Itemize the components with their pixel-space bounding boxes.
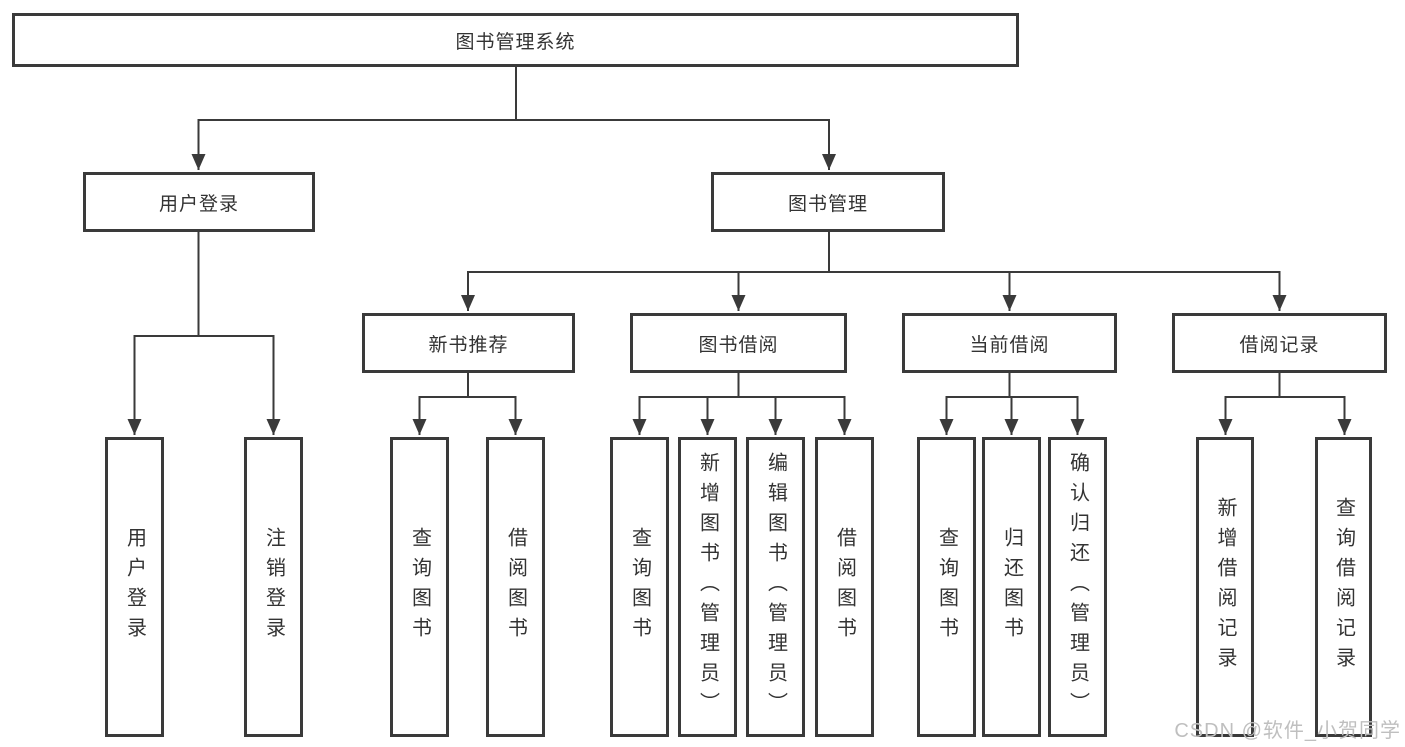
leaf-user-login: 用户登录 <box>105 437 164 737</box>
leaf-query-books-current: 查询图书 <box>917 437 976 737</box>
leaf-query-borrow-record: 查询借阅记录 <box>1315 437 1372 737</box>
leaf-query-books-borrow: 查询图书 <box>610 437 669 737</box>
node-new-book-recommend: 新书推荐 <box>362 313 575 373</box>
node-user-login: 用户登录 <box>83 172 315 232</box>
leaf-logout: 注销登录 <box>244 437 303 737</box>
leaf-add-borrow-record: 新增借阅记录 <box>1196 437 1254 737</box>
node-book-borrow: 图书借阅 <box>630 313 847 373</box>
node-library-management-system: 图书管理系统 <box>12 13 1019 67</box>
node-current-borrow: 当前借阅 <box>902 313 1117 373</box>
leaf-borrow-books: 借阅图书 <box>815 437 874 737</box>
leaf-query-books-recommend: 查询图书 <box>390 437 449 737</box>
leaf-borrow-books-recommend: 借阅图书 <box>486 437 545 737</box>
leaf-return-books: 归还图书 <box>982 437 1041 737</box>
leaf-edit-books-admin: 编辑图书（管理员） <box>746 437 805 737</box>
csdn-watermark: CSDN @软件_小贺同学 <box>1174 720 1401 742</box>
node-borrow-records: 借阅记录 <box>1172 313 1387 373</box>
leaf-confirm-return-admin: 确认归还（管理员） <box>1048 437 1107 737</box>
leaf-add-books-admin: 新增图书（管理员） <box>678 437 737 737</box>
node-book-management: 图书管理 <box>711 172 945 232</box>
